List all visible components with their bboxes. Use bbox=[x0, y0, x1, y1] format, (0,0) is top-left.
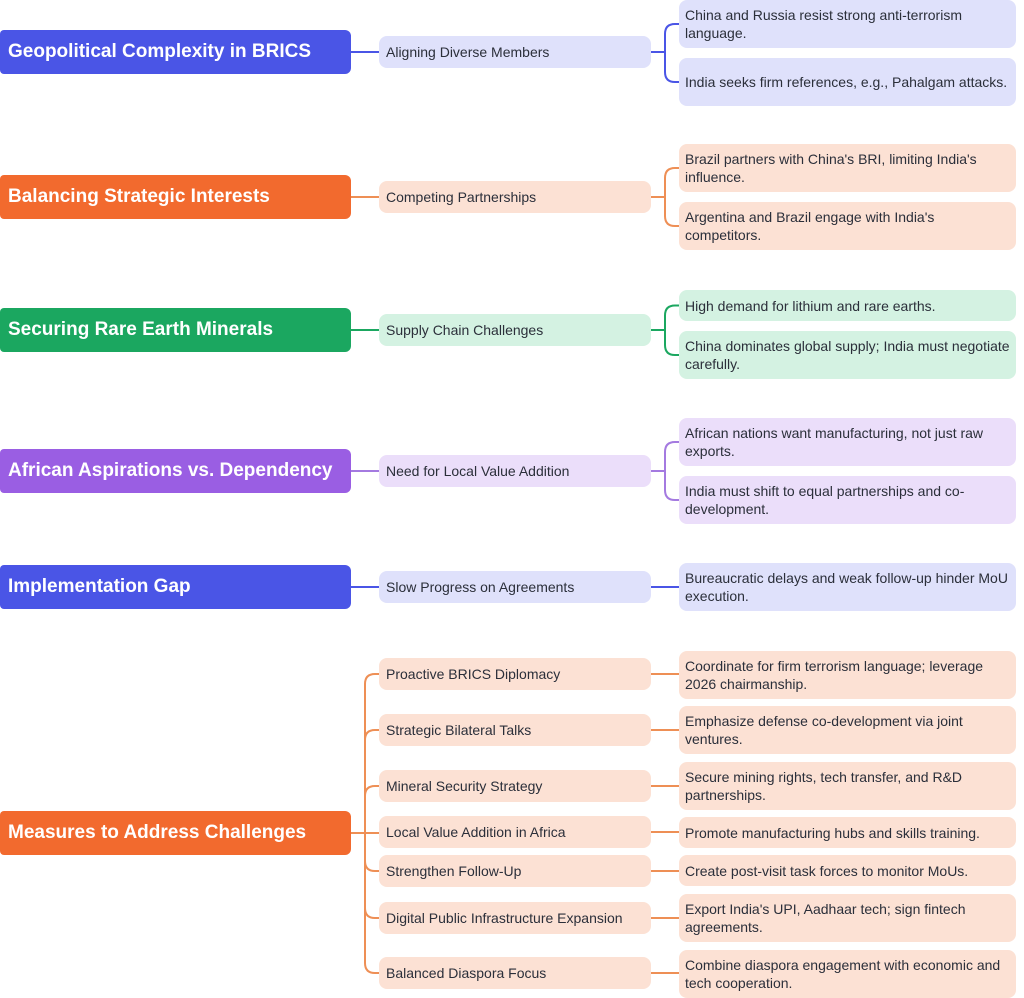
group-measures-to-address-challenges-branch-proactive-brics-diplomacy: Proactive BRICS Diplomacy bbox=[379, 658, 651, 690]
group-securing-rare-earth-minerals-root-text: Securing Rare Earth Minerals bbox=[8, 319, 274, 340]
group-implementation-gap-branch-slow-progress-on-agreements: Slow Progress on Agreements bbox=[379, 571, 651, 603]
group-measures-to-address-challenges-branch-digital-public-infrastructure-expansion-detail-0-text: Export India's UPI, Aadhaar tech; sign f… bbox=[685, 901, 966, 935]
group-african-aspirations-vs-dependency-branch-need-for-local-value-addition-detail-1: India must shift to equal partnerships a… bbox=[679, 476, 1016, 524]
group-african-aspirations-vs-dependency-branch-need-for-local-value-addition-link-0 bbox=[664, 441, 679, 471]
group-balancing-strategic-interests-branch-competing-partnerships-text: Competing Partnerships bbox=[386, 189, 537, 205]
group-measures-to-address-challenges-branch-local-value-addition-in-africa: Local Value Addition in Africa bbox=[379, 816, 651, 848]
group-measures-to-address-challenges-branch-strengthen-follow-up-text: Strengthen Follow-Up bbox=[386, 863, 522, 879]
group-measures-to-address-challenges-branch-mineral-security-strategy-detail-0-text: Secure mining rights, tech transfer, and… bbox=[685, 769, 963, 803]
group-balancing-strategic-interests-branch-competing-partnerships-detail-0: Brazil partners with China's BRI, limiti… bbox=[679, 144, 1016, 192]
group-measures-to-address-challenges-branch-strengthen-follow-up-detail-0-text: Create post-visit task forces to monitor… bbox=[685, 862, 969, 879]
group-securing-rare-earth-minerals-branch-supply-chain-challenges-link-0 bbox=[664, 304, 679, 330]
group-balancing-strategic-interests-branch-competing-partnerships: Competing Partnerships bbox=[379, 181, 651, 213]
group-measures-to-address-challenges-link-2 bbox=[364, 785, 379, 833]
group-implementation-gap-branch-slow-progress-on-agreements-text: Slow Progress on Agreements bbox=[386, 579, 575, 595]
group-implementation-gap-branch-slow-progress-on-agreements-detail-0-text: Bureaucratic delays and weak follow-up h… bbox=[685, 570, 1008, 604]
group-measures-to-address-challenges-branch-balanced-diaspora-focus: Balanced Diaspora Focus bbox=[379, 957, 651, 989]
group-geopolitical-complexity-in-brics-branch-aligning-diverse-members-detail-0-text: China and Russia resist strong anti-terr… bbox=[685, 7, 962, 41]
group-measures-to-address-challenges-branch-local-value-addition-in-africa-text: Local Value Addition in Africa bbox=[386, 824, 566, 840]
group-measures-to-address-challenges-branch-proactive-brics-diplomacy-detail-0-text: Coordinate for firm terrorism language; … bbox=[685, 658, 984, 692]
group-measures-to-address-challenges-branch-balanced-diaspora-focus-detail-0-text: Combine diaspora engagement with economi… bbox=[685, 957, 1001, 991]
group-balancing-strategic-interests-branch-competing-partnerships-detail-1-text: Argentina and Brazil engage with India's… bbox=[685, 209, 935, 243]
group-measures-to-address-challenges-branch-mineral-security-strategy-detail-0: Secure mining rights, tech transfer, and… bbox=[679, 762, 1016, 810]
group-securing-rare-earth-minerals-branch-supply-chain-challenges: Supply Chain Challenges bbox=[379, 314, 651, 346]
group-securing-rare-earth-minerals-branch-supply-chain-challenges-detail-1-text: China dominates global supply; India mus… bbox=[685, 338, 1010, 372]
group-measures-to-address-challenges-branch-digital-public-infrastructure-expansion-text: Digital Public Infrastructure Expansion bbox=[386, 910, 623, 926]
group-securing-rare-earth-minerals-branch-supply-chain-challenges-detail-1: China dominates global supply; India mus… bbox=[679, 331, 1016, 379]
group-measures-to-address-challenges-branch-proactive-brics-diplomacy-detail-0: Coordinate for firm terrorism language; … bbox=[679, 651, 1016, 699]
group-geopolitical-complexity-in-brics-root: Geopolitical Complexity in BRICS bbox=[0, 30, 351, 74]
group-measures-to-address-challenges-branch-mineral-security-strategy: Mineral Security Strategy bbox=[379, 770, 651, 802]
group-geopolitical-complexity-in-brics-branch-aligning-diverse-members: Aligning Diverse Members bbox=[379, 36, 651, 68]
group-measures-to-address-challenges-link-5 bbox=[364, 833, 379, 919]
group-measures-to-address-challenges-branch-strengthen-follow-up: Strengthen Follow-Up bbox=[379, 855, 651, 887]
group-geopolitical-complexity-in-brics-branch-aligning-diverse-members-link-0 bbox=[664, 23, 679, 52]
group-geopolitical-complexity-in-brics-branch-aligning-diverse-members-link-1 bbox=[664, 52, 679, 83]
group-measures-to-address-challenges-branch-mineral-security-strategy-text: Mineral Security Strategy bbox=[386, 778, 543, 794]
group-balancing-strategic-interests-root-text: Balancing Strategic Interests bbox=[8, 186, 270, 207]
group-measures-to-address-challenges-branch-strengthen-follow-up-detail-0: Create post-visit task forces to monitor… bbox=[679, 855, 1016, 886]
group-measures-to-address-challenges-branch-strategic-bilateral-talks-detail-0-text: Emphasize defense co-development via joi… bbox=[685, 713, 963, 747]
group-measures-to-address-challenges-link-6 bbox=[364, 833, 379, 974]
group-measures-to-address-challenges-branch-digital-public-infrastructure-expansion: Digital Public Infrastructure Expansion bbox=[379, 902, 651, 934]
group-geopolitical-complexity-in-brics-branch-aligning-diverse-members-detail-1: India seeks firm references, e.g., Pahal… bbox=[679, 58, 1016, 106]
group-balancing-strategic-interests-branch-competing-partnerships-link-0 bbox=[664, 167, 679, 197]
group-measures-to-address-challenges-root: Measures to Address Challenges bbox=[0, 811, 351, 855]
group-measures-to-address-challenges-link-0 bbox=[364, 673, 379, 833]
group-securing-rare-earth-minerals-branch-supply-chain-challenges-link-1 bbox=[664, 330, 679, 356]
group-measures-to-address-challenges-link-1 bbox=[364, 729, 379, 833]
group-geopolitical-complexity-in-brics-branch-aligning-diverse-members-detail-0: China and Russia resist strong anti-terr… bbox=[679, 0, 1016, 48]
group-measures-to-address-challenges-branch-strategic-bilateral-talks: Strategic Bilateral Talks bbox=[379, 714, 651, 746]
group-african-aspirations-vs-dependency-branch-need-for-local-value-addition-detail-0-text: African nations want manufacturing, not … bbox=[685, 425, 984, 459]
group-measures-to-address-challenges-branch-balanced-diaspora-focus-detail-0: Combine diaspora engagement with economi… bbox=[679, 950, 1016, 998]
group-measures-to-address-challenges-branch-digital-public-infrastructure-expansion-detail-0: Export India's UPI, Aadhaar tech; sign f… bbox=[679, 894, 1016, 942]
group-measures-to-address-challenges-branch-strategic-bilateral-talks-text: Strategic Bilateral Talks bbox=[386, 722, 532, 738]
group-implementation-gap-root: Implementation Gap bbox=[0, 565, 351, 609]
group-measures-to-address-challenges-link-4 bbox=[364, 833, 379, 872]
group-balancing-strategic-interests-branch-competing-partnerships-detail-1: Argentina and Brazil engage with India's… bbox=[679, 202, 1016, 250]
group-securing-rare-earth-minerals-branch-supply-chain-challenges-detail-0-text: High demand for lithium and rare earths. bbox=[685, 297, 936, 314]
group-balancing-strategic-interests-root: Balancing Strategic Interests bbox=[0, 175, 351, 219]
group-african-aspirations-vs-dependency-branch-need-for-local-value-addition-link-1 bbox=[664, 471, 679, 501]
group-geopolitical-complexity-in-brics-root-text: Geopolitical Complexity in BRICS bbox=[8, 41, 311, 62]
group-african-aspirations-vs-dependency-branch-need-for-local-value-addition-text: Need for Local Value Addition bbox=[386, 463, 570, 479]
group-african-aspirations-vs-dependency-root: African Aspirations vs. Dependency bbox=[0, 449, 351, 493]
group-securing-rare-earth-minerals-root: Securing Rare Earth Minerals bbox=[0, 308, 351, 352]
group-measures-to-address-challenges-branch-local-value-addition-in-africa-detail-0: Promote manufacturing hubs and skills tr… bbox=[679, 817, 1016, 848]
group-african-aspirations-vs-dependency-branch-need-for-local-value-addition: Need for Local Value Addition bbox=[379, 455, 651, 487]
group-balancing-strategic-interests-branch-competing-partnerships-detail-0-text: Brazil partners with China's BRI, limiti… bbox=[685, 151, 977, 185]
group-measures-to-address-challenges-root-text: Measures to Address Challenges bbox=[8, 822, 307, 843]
group-implementation-gap-root-text: Implementation Gap bbox=[8, 576, 191, 597]
group-geopolitical-complexity-in-brics-branch-aligning-diverse-members-detail-1-text: India seeks firm references, e.g., Pahal… bbox=[685, 74, 1008, 90]
group-securing-rare-earth-minerals-branch-supply-chain-challenges-text: Supply Chain Challenges bbox=[386, 322, 544, 338]
group-measures-to-address-challenges-branch-proactive-brics-diplomacy-text: Proactive BRICS Diplomacy bbox=[386, 666, 561, 682]
group-measures-to-address-challenges-branch-local-value-addition-in-africa-detail-0-text: Promote manufacturing hubs and skills tr… bbox=[685, 824, 980, 841]
group-balancing-strategic-interests-branch-competing-partnerships-link-1 bbox=[664, 197, 679, 227]
group-african-aspirations-vs-dependency-branch-need-for-local-value-addition-detail-0: African nations want manufacturing, not … bbox=[679, 418, 1016, 466]
group-implementation-gap-branch-slow-progress-on-agreements-detail-0: Bureaucratic delays and weak follow-up h… bbox=[679, 563, 1016, 611]
group-securing-rare-earth-minerals-branch-supply-chain-challenges-detail-0: High demand for lithium and rare earths. bbox=[679, 290, 1016, 321]
group-measures-to-address-challenges-branch-balanced-diaspora-focus-text: Balanced Diaspora Focus bbox=[386, 965, 547, 981]
group-measures-to-address-challenges-branch-strategic-bilateral-talks-detail-0: Emphasize defense co-development via joi… bbox=[679, 706, 1016, 754]
group-african-aspirations-vs-dependency-branch-need-for-local-value-addition-detail-1-text: India must shift to equal partnerships a… bbox=[685, 483, 965, 517]
group-african-aspirations-vs-dependency-root-text: African Aspirations vs. Dependency bbox=[8, 460, 333, 481]
group-geopolitical-complexity-in-brics-branch-aligning-diverse-members-text: Aligning Diverse Members bbox=[386, 44, 550, 60]
